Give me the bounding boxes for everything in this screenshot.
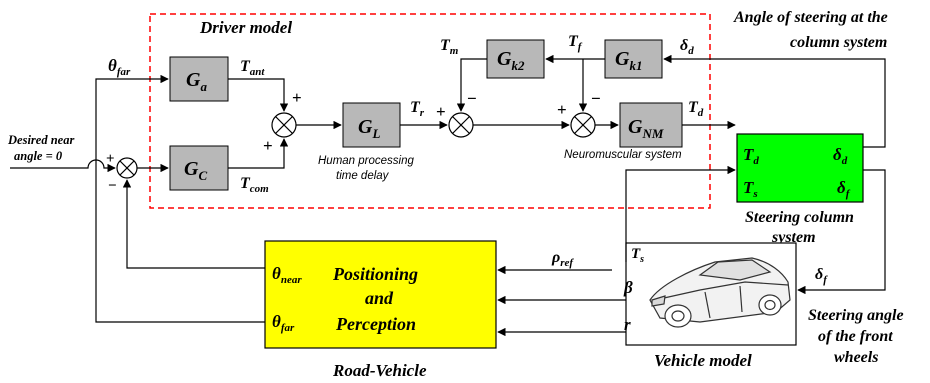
signal-delta-f: δf bbox=[815, 266, 828, 286]
svg-text:Ga: Ga bbox=[186, 69, 207, 94]
block-gc: GC bbox=[169, 145, 229, 191]
svg-text:r: r bbox=[624, 315, 631, 334]
svg-text:GNM: GNM bbox=[628, 116, 664, 141]
desired-label-2: angle = 0 bbox=[14, 149, 63, 163]
sign-plus-1b: + bbox=[263, 136, 273, 155]
sign-plus-2: + bbox=[436, 102, 446, 121]
vehicle-model-label: Vehicle model bbox=[654, 351, 752, 370]
front-wheels-label-3: wheels bbox=[834, 349, 878, 366]
signal-delta-d: δd bbox=[680, 37, 694, 57]
svg-text:Ts: Ts bbox=[631, 246, 644, 265]
svg-text:δd: δd bbox=[833, 145, 848, 167]
signal-t-com: Tcom bbox=[240, 175, 269, 195]
svg-text:θfar: θfar bbox=[272, 312, 295, 334]
angle-column-label-2: column system bbox=[790, 34, 887, 51]
sum-junction-1 bbox=[271, 112, 297, 138]
vehicle-model-block: Ts β r bbox=[623, 242, 797, 346]
signal-rho-ref: ρref bbox=[551, 249, 574, 269]
road-vehicle-label: Road-Vehicle bbox=[332, 361, 427, 380]
svg-text:θnear: θnear bbox=[272, 264, 302, 286]
angle-column-label-1: Angle of steering at the bbox=[733, 9, 888, 26]
sum-junction-2 bbox=[448, 112, 474, 138]
signal-t-d: Td bbox=[688, 99, 704, 119]
steering-column-label-1: Steering column bbox=[745, 209, 854, 226]
sum-junction-0 bbox=[116, 157, 138, 179]
sign-minus-3: − bbox=[591, 89, 601, 108]
human-processing-label-2: time delay bbox=[336, 170, 390, 182]
svg-text:Gk2: Gk2 bbox=[497, 48, 525, 73]
driver-model-boundary bbox=[149, 13, 711, 209]
sum-junction-3 bbox=[570, 112, 596, 138]
front-wheels-label-1: Steering angle bbox=[808, 307, 904, 324]
svg-text:Td: Td bbox=[743, 145, 759, 167]
signal-t-ant: Tant bbox=[240, 58, 265, 78]
signal-t-r: Tr bbox=[410, 99, 425, 119]
svg-text:GC: GC bbox=[184, 158, 207, 183]
svg-text:Ts: Ts bbox=[743, 178, 758, 200]
positioning-block: Positioning and Perception θnear θfar bbox=[264, 240, 497, 349]
svg-text:Gk1: Gk1 bbox=[615, 48, 642, 73]
steering-column-label-2: system bbox=[771, 229, 816, 246]
sign-minus-2: − bbox=[467, 89, 477, 108]
block-gl: GL bbox=[342, 102, 401, 148]
neuromuscular-label: Neuromuscular system bbox=[564, 149, 682, 161]
sign-plus-3: + bbox=[557, 100, 567, 119]
svg-text:Positioning: Positioning bbox=[332, 264, 418, 284]
car-icon bbox=[649, 257, 791, 328]
svg-text:GL: GL bbox=[358, 116, 380, 141]
svg-text:and: and bbox=[365, 288, 394, 308]
steering-column-block: Td Ts δd δf bbox=[736, 133, 864, 203]
human-processing-label-1: Human processing bbox=[318, 155, 414, 167]
block-gnm: GNM bbox=[619, 102, 683, 148]
front-wheels-label-2: of the front bbox=[818, 328, 893, 345]
svg-text:δf: δf bbox=[837, 178, 851, 200]
sign-minus-0: − bbox=[108, 178, 117, 194]
block-gk1: Gk1 bbox=[604, 39, 663, 79]
signal-t-f: Tf bbox=[568, 33, 583, 53]
signal-theta-far: θfar bbox=[108, 56, 131, 78]
svg-text:β: β bbox=[623, 278, 633, 297]
desired-label-1: Desired near bbox=[7, 133, 74, 147]
block-gk2: Gk2 bbox=[486, 39, 545, 79]
svg-text:Perception: Perception bbox=[335, 314, 416, 334]
sign-plus-0: + bbox=[106, 151, 115, 167]
signal-t-m: Tm bbox=[440, 37, 459, 57]
driver-model-label: Driver model bbox=[199, 18, 292, 37]
sign-plus-1a: + bbox=[292, 88, 302, 107]
signal-lines bbox=[10, 54, 886, 337]
block-ga: Ga bbox=[169, 56, 229, 102]
